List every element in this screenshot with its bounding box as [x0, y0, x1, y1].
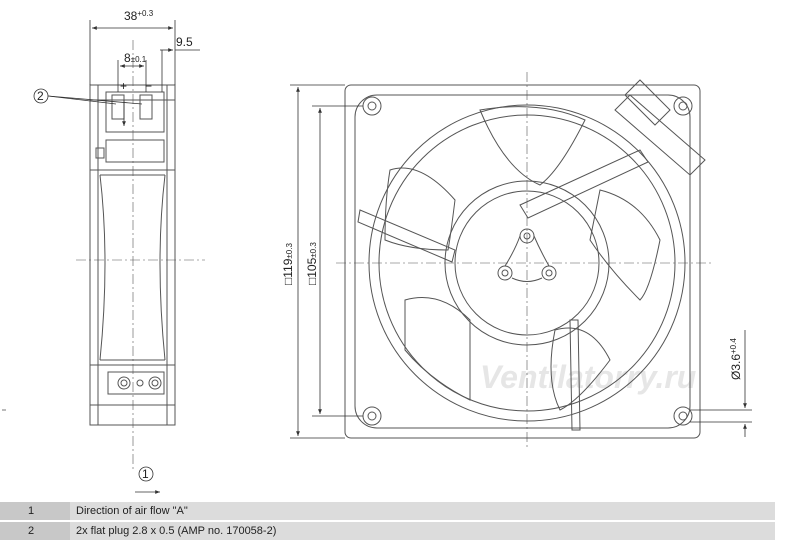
legend-row: 1 Direction of air flow "A" — [0, 502, 775, 520]
legend-table: 1 Direction of air flow "A" 2 2x flat pl… — [0, 502, 775, 542]
callout-airflow: 1 — [138, 466, 154, 482]
legend-text: 2x flat plug 2.8 x 0.5 (AMP no. 170058-2… — [70, 522, 775, 540]
side-view-dimensions — [47, 20, 200, 494]
legend-row: 2 2x flat plug 2.8 x 0.5 (AMP no. 170058… — [0, 522, 775, 540]
dim-hole-spacing: □105±0.3 — [305, 242, 319, 285]
dim-plug-spacing: 8±0.1 — [124, 51, 147, 65]
watermark: Ventilatorry.ru — [480, 359, 696, 395]
legend-text: Direction of air flow "A" — [70, 502, 775, 520]
front-view-dimensions — [290, 84, 752, 439]
dim-plug-offset: 9.5 — [176, 35, 193, 49]
front-view — [336, 72, 712, 450]
legend-number: 1 — [0, 502, 70, 520]
svg-text:2: 2 — [37, 89, 44, 103]
svg-text:1: 1 — [142, 467, 149, 481]
legend-number: 2 — [0, 522, 70, 540]
dim-depth: 38+0.3 — [124, 9, 154, 23]
dim-hole-diameter: Ø3.6+0.4 — [729, 338, 743, 380]
minus-mark: − — [145, 79, 152, 93]
fan-technical-drawing: Ventilatorry.ru — [2, 9, 752, 494]
side-view — [76, 40, 205, 470]
dim-frame-size: □119±0.3 — [281, 243, 295, 285]
plus-mark: + — [120, 79, 127, 93]
callout-plug: 2 — [33, 88, 49, 104]
